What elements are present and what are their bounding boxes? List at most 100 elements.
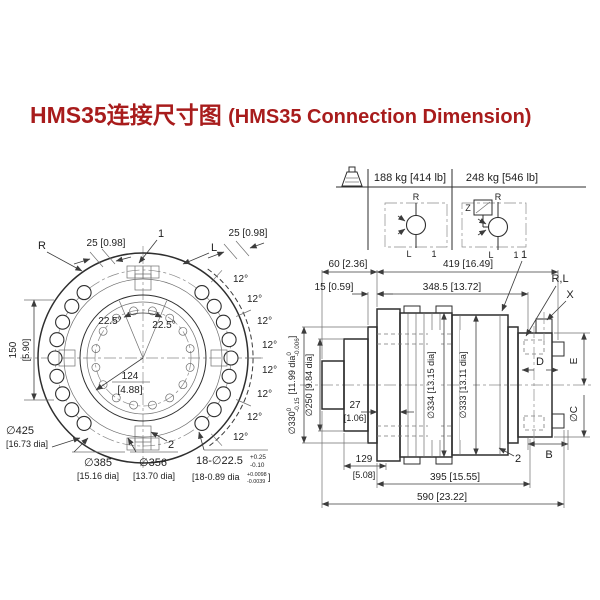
svg-text:590 [23.22]: 590 [23.22] xyxy=(417,492,467,503)
front-view: 12° 12° 12° 12° 12° 12° 12° 12° 22.5° 22… xyxy=(6,228,277,485)
dim-dia-330: ∅3300-0.15[11.99 dia0-0.006] xyxy=(286,326,368,444)
radius-124-dim: 124 [4.88] xyxy=(95,357,150,396)
svg-text:12°: 12° xyxy=(247,294,262,305)
hydraulic-schematic-right: R L 1 Z xyxy=(461,192,527,260)
weight-left: 188 kg [414 lb] xyxy=(374,172,446,184)
svg-text:-0.10: -0.10 xyxy=(250,462,265,469)
port-label-r: R xyxy=(495,192,502,202)
svg-text:419 [16.49]: 419 [16.49] xyxy=(443,259,493,270)
port-boss-top xyxy=(551,341,565,357)
title-en: (HMS35 Connection Dimension) xyxy=(228,106,532,128)
dim-dia-333: ∅333 [13.11 dia] xyxy=(458,314,479,456)
svg-text:∅3300-0.15[11.99 dia0-0.006]: ∅3300-0.15[11.99 dia0-0.006] xyxy=(286,336,301,435)
ref-label-1: 1 xyxy=(513,250,518,260)
label-r: R xyxy=(38,240,46,252)
ref-label-1: 1 xyxy=(431,249,436,259)
page-title: HMS35连接尺寸图 (HMS35 Connection Dimension) xyxy=(30,96,531,130)
dim-590: 590 [23.22] xyxy=(321,411,565,508)
dim-e: E xyxy=(554,332,590,386)
svg-text:∅334 [13.15 dia]: ∅334 [13.15 dia] xyxy=(426,351,436,418)
svg-text:∅250 [9.84 dia]: ∅250 [9.84 dia] xyxy=(304,354,314,416)
svg-text:]: ] xyxy=(268,472,271,482)
svg-text:18-∅22.5: 18-∅22.5 xyxy=(196,455,243,467)
svg-text:∅425: ∅425 xyxy=(6,425,34,437)
ref-2: 2 xyxy=(515,453,521,465)
dim-27: 27 [1.06] xyxy=(344,400,414,423)
svg-text:[16.73 dia]: [16.73 dia] xyxy=(6,439,48,449)
bolt-spacing-arc xyxy=(207,268,261,448)
side-view: 60 [2.36] 419 [16.49] 15 [0.59] 348.5 [1… xyxy=(286,249,592,508)
dim-150: 150 [5.90] xyxy=(8,299,54,401)
svg-text:D: D xyxy=(536,356,544,368)
svg-text:∅C: ∅C xyxy=(569,406,580,422)
dia-385-callout: ∅385 [15.16 dia] xyxy=(72,437,125,481)
svg-text:∅333 [13.11 dia]: ∅333 [13.11 dia] xyxy=(458,352,468,419)
svg-text:12°: 12° xyxy=(257,389,272,400)
svg-text:12°: 12° xyxy=(233,274,248,285)
svg-text:[15.16 dia]: [15.16 dia] xyxy=(77,471,119,481)
svg-text:12°: 12° xyxy=(233,432,248,443)
stud-holes xyxy=(91,306,195,410)
port-boss-bottom xyxy=(551,413,565,429)
angle-225-right: 22.5° xyxy=(152,320,175,331)
bore-circle xyxy=(79,294,207,422)
dim-419: 419 [16.49] xyxy=(376,259,559,340)
svg-text:12°: 12° xyxy=(262,365,277,376)
svg-text:12°: 12° xyxy=(262,340,277,351)
svg-text:12°: 12° xyxy=(247,412,262,423)
port-x-label: X xyxy=(566,289,574,301)
svg-text:[13.70 dia]: [13.70 dia] xyxy=(133,471,175,481)
dim-129: 129 [5.08] xyxy=(343,433,387,480)
dim-25-left: 25 [0.98] xyxy=(73,238,132,268)
svg-text:25 [0.98]: 25 [0.98] xyxy=(87,238,126,249)
angle-12-labels: 12° 12° 12° 12° 12° 12° 12° 12° xyxy=(233,274,277,443)
label-l: L xyxy=(211,242,217,254)
weight-icon xyxy=(341,166,363,187)
svg-text:124: 124 xyxy=(122,371,139,382)
ref-2: 2 xyxy=(168,439,174,451)
svg-text:129: 129 xyxy=(356,454,373,465)
svg-text:15 [0.59]: 15 [0.59] xyxy=(315,282,354,293)
bolt-holes-callout: 18-∅22.5 +0.25 -0.10 [18-0.89 dia +0.009… xyxy=(192,431,271,485)
angle-225-left: 22.5° xyxy=(98,316,121,327)
svg-text:348.5 [13.72]: 348.5 [13.72] xyxy=(423,282,482,293)
svg-text:E: E xyxy=(569,357,580,364)
drain-label-z: Z xyxy=(465,203,471,213)
svg-text:[4.88]: [4.88] xyxy=(117,385,142,396)
ref-1: 1 xyxy=(158,228,164,240)
bolt-holes xyxy=(47,285,239,431)
svg-text:[5.08]: [5.08] xyxy=(353,470,376,480)
svg-text:12°: 12° xyxy=(257,316,272,327)
end-cap xyxy=(517,332,553,438)
svg-text:25 [0.98]: 25 [0.98] xyxy=(229,228,268,239)
dim-15: 15 [0.59] xyxy=(315,282,393,325)
svg-text:∅385: ∅385 xyxy=(84,457,112,469)
dia-356-callout: ∅356 [13.70 dia] xyxy=(127,437,178,481)
spline-pad-top xyxy=(126,265,160,279)
port-label-l: L xyxy=(406,249,411,259)
svg-text:395 [15.55]: 395 [15.55] xyxy=(430,472,480,483)
svg-text:∅356: ∅356 xyxy=(139,457,167,469)
svg-text:27: 27 xyxy=(349,400,361,411)
weight-right: 248 kg [546 lb] xyxy=(466,172,538,184)
port-rl-label: R,L xyxy=(551,273,568,285)
svg-text:150: 150 xyxy=(8,341,19,358)
hydraulic-schematic-left: R L 1 xyxy=(384,192,448,259)
port-label-l: L xyxy=(488,250,493,260)
svg-text:+0.25: +0.25 xyxy=(250,454,266,461)
title-zh: HMS35连接尺寸图 xyxy=(30,102,222,128)
svg-text:[18-0.89 dia: [18-0.89 dia xyxy=(192,472,240,482)
hidden-details xyxy=(377,312,545,444)
svg-text:[1.06]: [1.06] xyxy=(344,413,367,423)
svg-text:B: B xyxy=(545,449,552,461)
dim-25-right: 25 [0.98] xyxy=(207,228,268,260)
dim-d: D xyxy=(521,356,559,373)
stud-angle-dim: 22.5° 22.5° xyxy=(98,300,176,359)
stud-pitch-circle xyxy=(94,309,192,407)
dim-b: B xyxy=(527,430,569,461)
svg-text:[5.90]: [5.90] xyxy=(21,339,31,362)
dia-425-callout: ∅425 [16.73 dia] xyxy=(6,425,81,449)
spigot-circle xyxy=(63,278,223,438)
